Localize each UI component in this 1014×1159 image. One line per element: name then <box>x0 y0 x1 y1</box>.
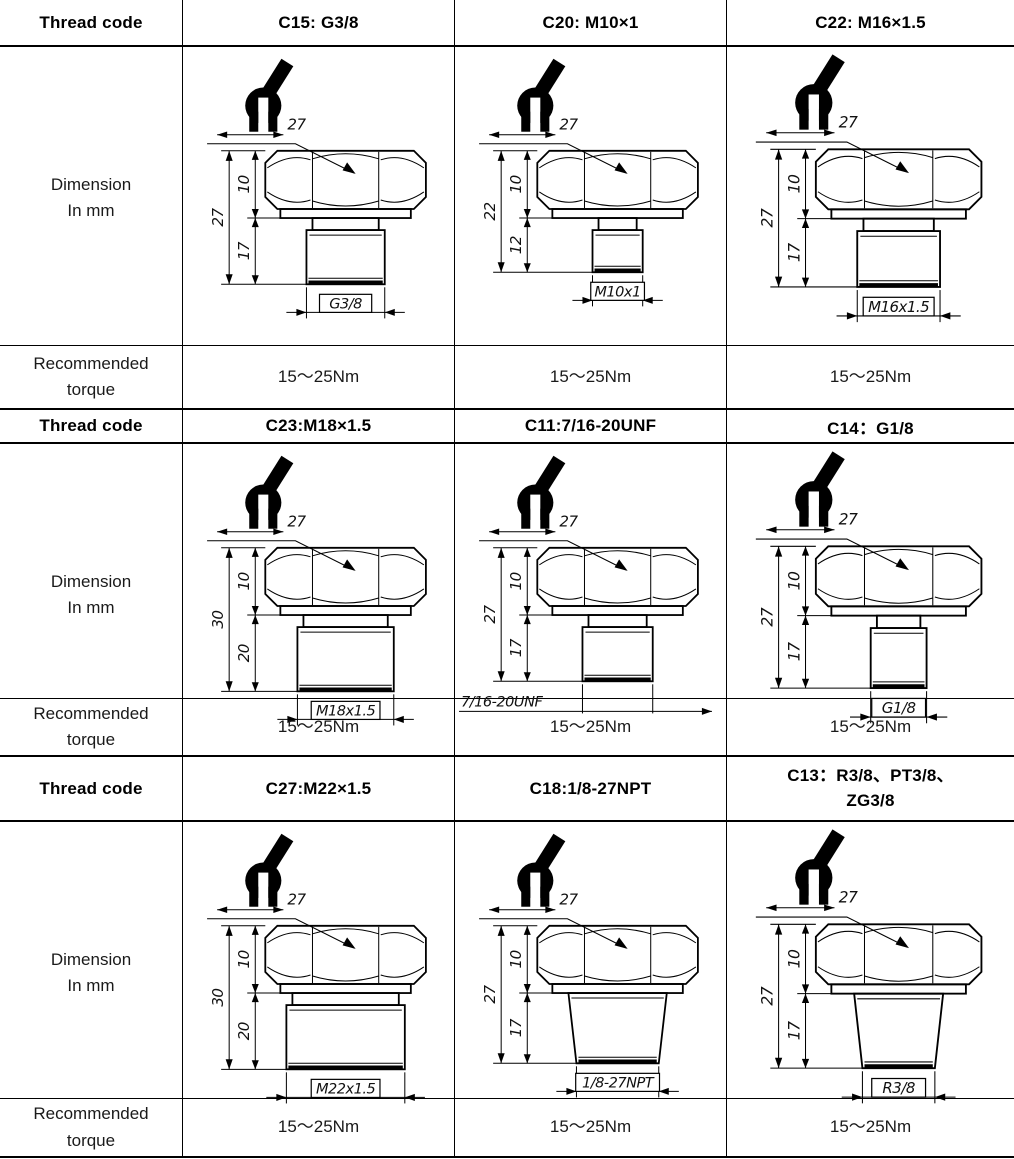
dimension-label: Dimension In mm <box>0 444 183 747</box>
svg-text:7/16-20UNF: 7/16-20UNF <box>461 693 543 710</box>
fitting-drawing: 27 27 10 17 1/8-27NPT <box>479 833 699 1098</box>
thread-code-c27: C27:M22×1.5 <box>183 757 455 820</box>
thread-code-c13: C13：R3/8、PT3/8、 ZG3/8 <box>787 765 954 810</box>
torque-value: 15～25Nm <box>455 1099 727 1156</box>
svg-text:10: 10 <box>235 175 253 193</box>
svg-text:17: 17 <box>785 243 803 262</box>
svg-text:10: 10 <box>235 950 253 968</box>
torque-value: 15～25Nm <box>183 1099 455 1156</box>
svg-text:27: 27 <box>287 513 306 531</box>
svg-text:27: 27 <box>287 116 306 134</box>
svg-text:M22x1.5: M22x1.5 <box>316 1080 376 1097</box>
torque-value: 15～25Nm <box>183 346 455 408</box>
svg-text:17: 17 <box>507 638 525 657</box>
svg-text:27: 27 <box>287 891 306 909</box>
svg-text:R3/8: R3/8 <box>882 1079 915 1097</box>
thread-code-row-1: Thread code C15: G3/8 C20: M10×1 C22: M1… <box>0 0 1014 47</box>
svg-text:17: 17 <box>785 642 803 661</box>
svg-text:10: 10 <box>507 950 525 968</box>
svg-text:22: 22 <box>481 202 499 220</box>
torque-value: 15～25Nm <box>455 699 727 755</box>
torque-value: 15～25Nm <box>829 1117 912 1137</box>
svg-text:30: 30 <box>209 610 227 628</box>
svg-text:12: 12 <box>507 236 525 254</box>
torque-value: 15～25Nm <box>829 716 912 736</box>
svg-text:27: 27 <box>559 513 578 531</box>
torque-value: 15～25Nm <box>183 699 455 755</box>
svg-text:10: 10 <box>507 175 525 193</box>
fitting-drawing: 27 27 10 17 7/16-20UNF <box>459 455 712 715</box>
thread-code-c14: C14：G1/8 <box>827 418 914 438</box>
torque-row-2: Recommended torque 15～25Nm 15～25Nm 15～25… <box>0 699 1014 757</box>
svg-text:10: 10 <box>785 174 803 193</box>
svg-text:27: 27 <box>481 605 499 624</box>
thread-code-header: Thread code <box>0 0 183 45</box>
svg-text:17: 17 <box>507 1018 525 1037</box>
drawing-18-27npt: 27 27 10 17 1/8-27NPT <box>455 822 726 1125</box>
svg-text:27: 27 <box>559 116 578 134</box>
svg-text:27: 27 <box>758 208 776 227</box>
svg-text:27: 27 <box>838 511 857 529</box>
thread-code-c20: C20: M10×1 <box>455 0 727 45</box>
torque-value: 15～25Nm <box>455 346 727 408</box>
svg-text:20: 20 <box>235 644 253 662</box>
drawing-716-20unf: 27 27 10 17 7/16-20UNF <box>455 444 726 747</box>
svg-text:G3/8: G3/8 <box>329 295 362 312</box>
thread-code-c18: C18:1/8-27NPT <box>455 757 727 820</box>
torque-label: Recommended torque <box>0 346 183 408</box>
svg-text:10: 10 <box>235 572 253 590</box>
thread-code-header: Thread code <box>0 757 183 820</box>
dimension-label: Dimension In mm <box>0 47 183 350</box>
svg-text:17: 17 <box>785 1021 803 1040</box>
dimension-label: Dimension In mm <box>0 822 183 1125</box>
svg-text:27: 27 <box>838 889 857 907</box>
svg-text:27: 27 <box>559 891 578 909</box>
svg-text:27: 27 <box>758 986 776 1005</box>
torque-row-3: Recommended torque 15～25Nm 15～25Nm 15～25… <box>0 1099 1014 1158</box>
thread-code-c15: C15: G3/8 <box>183 0 455 45</box>
torque-value: 15～25Nm <box>829 366 912 386</box>
svg-text:1/8-27NPT: 1/8-27NPT <box>582 1074 655 1091</box>
svg-text:10: 10 <box>785 571 803 590</box>
svg-text:20: 20 <box>235 1022 253 1040</box>
svg-text:27: 27 <box>209 208 227 227</box>
svg-text:10: 10 <box>785 949 803 968</box>
thread-code-c23: C23:M18×1.5 <box>183 410 455 442</box>
svg-text:M18x1.5: M18x1.5 <box>316 702 376 719</box>
thread-code-row-3: Thread code C27:M22×1.5 C18:1/8-27NPT C1… <box>0 757 1014 822</box>
svg-text:17: 17 <box>235 241 253 260</box>
thread-code-row-2: Thread code C23:M18×1.5 C11:7/16-20UNF C… <box>0 410 1014 444</box>
thread-code-c11: C11:7/16-20UNF <box>455 410 727 442</box>
svg-text:10: 10 <box>507 572 525 590</box>
svg-text:M16x1.5: M16x1.5 <box>868 298 929 316</box>
svg-text:27: 27 <box>838 114 857 132</box>
svg-text:30: 30 <box>209 988 227 1006</box>
svg-text:M10x1: M10x1 <box>594 283 640 300</box>
svg-text:27: 27 <box>758 607 776 626</box>
torque-row-1: Recommended torque 15～25Nm 15～25Nm 15～25… <box>0 346 1014 410</box>
svg-text:G1/8: G1/8 <box>882 699 916 717</box>
torque-label: Recommended torque <box>0 1099 183 1156</box>
torque-label: Recommended torque <box>0 699 183 755</box>
svg-text:27: 27 <box>481 985 499 1004</box>
thread-code-c22: C22: M16×1.5 <box>815 12 926 32</box>
thread-code-header: Thread code <box>0 410 183 442</box>
